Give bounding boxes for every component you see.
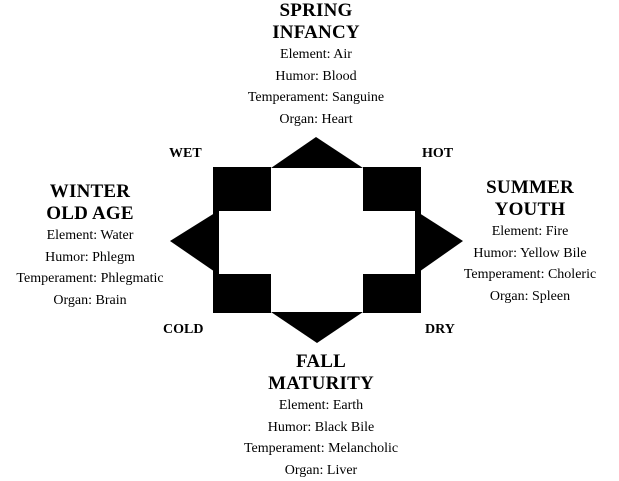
humor-text: Humor: Yellow Bile <box>440 243 619 265</box>
organ-text: Organ: Heart <box>214 109 418 131</box>
season-block-summer: SUMMER YOUTH Element: Fire Humor: Yellow… <box>440 177 619 307</box>
label-cold: COLD <box>163 322 203 338</box>
life-stage: OLD AGE <box>0 203 188 225</box>
element-text: Element: Earth <box>214 395 428 417</box>
life-stage: YOUTH <box>440 199 619 221</box>
temperament-text: Temperament: Choleric <box>440 264 619 286</box>
humor-text: Humor: Black Bile <box>214 417 428 439</box>
label-dry: DRY <box>425 322 455 338</box>
season-name: SUMMER <box>440 177 619 199</box>
label-wet: WET <box>169 146 202 162</box>
element-text: Element: Fire <box>440 221 619 243</box>
element-text: Element: Water <box>0 225 188 247</box>
organ-text: Organ: Liver <box>214 460 428 481</box>
organ-text: Organ: Brain <box>0 290 188 312</box>
temperament-text: Temperament: Melancholic <box>214 438 428 460</box>
triangle-top <box>271 137 363 168</box>
humor-text: Humor: Phlegm <box>0 247 188 269</box>
right-edge-strip <box>415 205 421 280</box>
left-edge-strip <box>213 205 219 280</box>
corner-square-dry <box>363 274 421 313</box>
corner-square-cold <box>213 274 271 313</box>
element-text: Element: Air <box>214 44 418 66</box>
humor-text: Humor: Blood <box>214 66 418 88</box>
temperament-text: Temperament: Phlegmatic <box>0 268 188 290</box>
season-block-fall: FALL MATURITY Element: Earth Humor: Blac… <box>214 351 428 481</box>
season-block-spring: SPRING INFANCY Element: Air Humor: Blood… <box>214 0 418 130</box>
season-block-winter: WINTER OLD AGE Element: Water Humor: Phl… <box>0 181 188 311</box>
life-stage: MATURITY <box>214 373 428 395</box>
triangle-bottom <box>271 312 363 343</box>
season-name: WINTER <box>0 181 188 203</box>
season-name: SPRING <box>214 0 418 22</box>
label-hot: HOT <box>422 146 453 162</box>
life-stage: INFANCY <box>214 22 418 44</box>
organ-text: Organ: Spleen <box>440 286 619 308</box>
corner-square-wet <box>213 167 271 211</box>
temperament-text: Temperament: Sanguine <box>214 87 418 109</box>
season-name: FALL <box>214 351 428 373</box>
corner-square-hot <box>363 167 421 211</box>
